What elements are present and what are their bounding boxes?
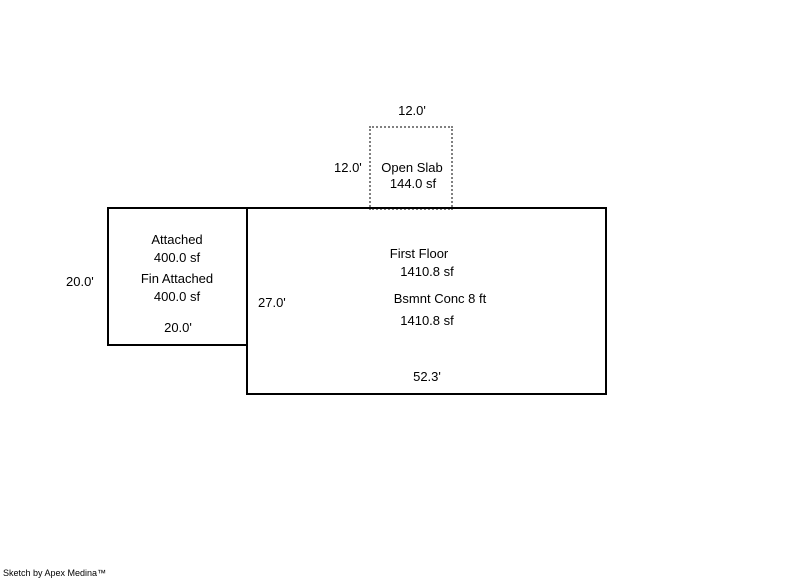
garage-fin-area-label: 400.0 sf (153, 289, 201, 304)
open-slab-area-label: 144.0 sf (389, 176, 437, 191)
garage-fin-name-label: Fin Attached (140, 271, 214, 286)
garage-height-dimension: 20.0' (66, 274, 94, 289)
first-floor-area-label: 1410.8 sf (400, 264, 454, 279)
open-slab-width-dimension: 12.0' (398, 103, 426, 118)
garage-name-label: Attached (151, 232, 203, 247)
basement-name-label: Bsmnt Conc 8 ft (393, 291, 487, 306)
sketch-attribution: Sketch by Apex Medina™ (3, 568, 107, 578)
first-floor-height-dimension: 27.0' (258, 295, 286, 310)
open-slab-name-label: Open Slab (381, 160, 443, 175)
garage-area-label: 400.0 sf (153, 250, 201, 265)
attached-garage-outline (107, 207, 248, 346)
garage-width-dimension: 20.0' (164, 320, 192, 335)
open-slab-outline (369, 126, 453, 210)
open-slab-height-dimension: 12.0' (334, 160, 362, 175)
basement-area-label: 1410.8 sf (400, 313, 454, 328)
first-floor-name-label: First Floor (389, 246, 449, 261)
first-floor-width-dimension: 52.3' (413, 369, 441, 384)
